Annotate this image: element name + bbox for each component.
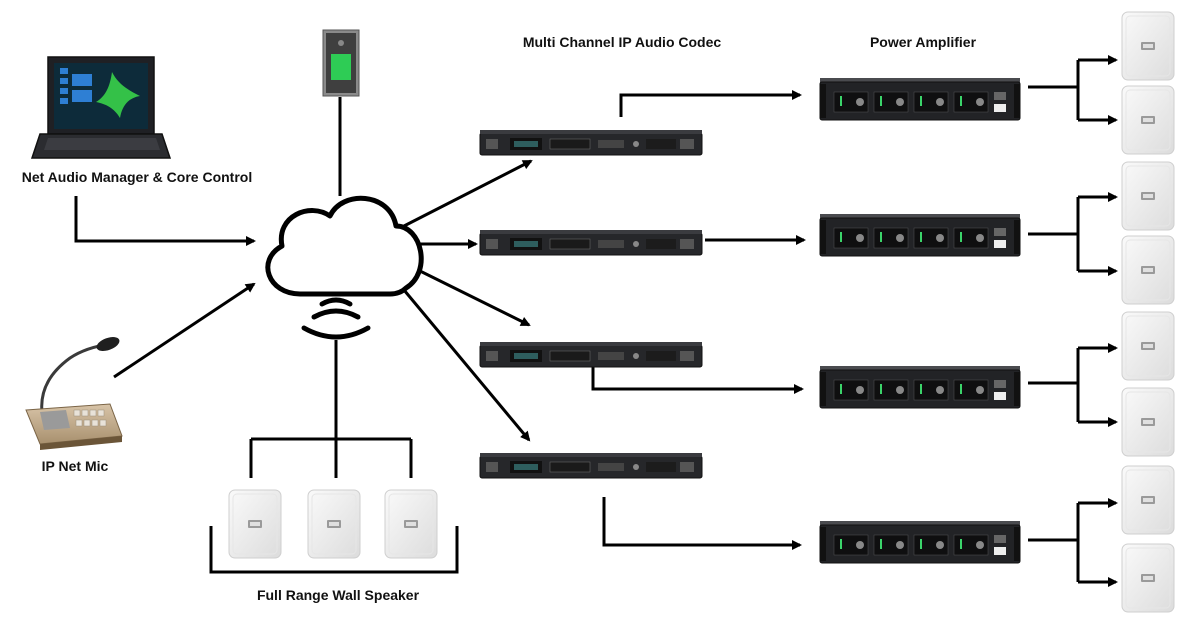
amplifier-unit bbox=[819, 77, 1021, 121]
wall-speaker-icon bbox=[228, 489, 282, 559]
audio-codec-units bbox=[479, 129, 703, 479]
wall-speaker-icon bbox=[384, 489, 438, 559]
mic-label: IP Net Mic bbox=[42, 458, 109, 474]
wall-speaker-icon bbox=[1121, 311, 1175, 381]
power-amplifier-units bbox=[819, 77, 1021, 564]
codec-unit bbox=[479, 341, 703, 368]
amp-4-outputs bbox=[1028, 498, 1118, 587]
line-cloud-to-codec-1 bbox=[403, 159, 533, 228]
amplifier-label: Power Amplifier bbox=[870, 34, 977, 50]
wall-speaker-icon bbox=[1121, 465, 1175, 535]
amplifier-unit bbox=[819, 365, 1021, 409]
amplifier-unit bbox=[819, 520, 1021, 564]
amp-2-outputs bbox=[1028, 192, 1118, 276]
line-codec-4-to-amp-4 bbox=[602, 497, 802, 550]
output-speaker-column bbox=[1121, 11, 1175, 613]
wall-speaker-bracket bbox=[209, 526, 459, 574]
laptop-icon bbox=[30, 56, 172, 159]
amp-3-outputs bbox=[1028, 343, 1118, 427]
wall-speaker-icon bbox=[1121, 11, 1175, 81]
wall-control-panel-icon bbox=[322, 29, 360, 97]
line-cloud-to-codec-4 bbox=[402, 289, 531, 442]
codec-unit bbox=[479, 229, 703, 256]
wireless-signal-icon bbox=[301, 297, 371, 340]
full-range-wall-speakers bbox=[228, 489, 438, 559]
codec-unit bbox=[479, 129, 703, 156]
line-manager-to-cloud bbox=[74, 196, 256, 246]
desk-microphone-icon bbox=[25, 337, 123, 450]
codec-unit bbox=[479, 452, 703, 479]
network-cloud-icon bbox=[265, 195, 424, 297]
wall-speaker-icon bbox=[1121, 543, 1175, 613]
wall-speaker-icon bbox=[1121, 85, 1175, 155]
amp-1-outputs bbox=[1028, 55, 1118, 125]
wall-speaker-icon bbox=[1121, 161, 1175, 231]
wall-speaker-icon bbox=[1121, 387, 1175, 457]
wall-speaker-label: Full Range Wall Speaker bbox=[257, 587, 420, 603]
wall-speaker-icon bbox=[1121, 235, 1175, 305]
line-codec-3-to-amp-3 bbox=[591, 367, 804, 394]
wall-speaker-icon bbox=[307, 489, 361, 559]
connection-lines bbox=[74, 55, 1118, 587]
codec-label: Multi Channel IP Audio Codec bbox=[523, 34, 722, 50]
amplifier-unit bbox=[819, 213, 1021, 257]
manager-label: Net Audio Manager & Core Control bbox=[22, 169, 253, 185]
line-mic-to-cloud bbox=[113, 282, 256, 379]
line-cloud-to-codec-3 bbox=[417, 268, 531, 327]
line-codec-1-to-amp-1 bbox=[619, 90, 802, 117]
